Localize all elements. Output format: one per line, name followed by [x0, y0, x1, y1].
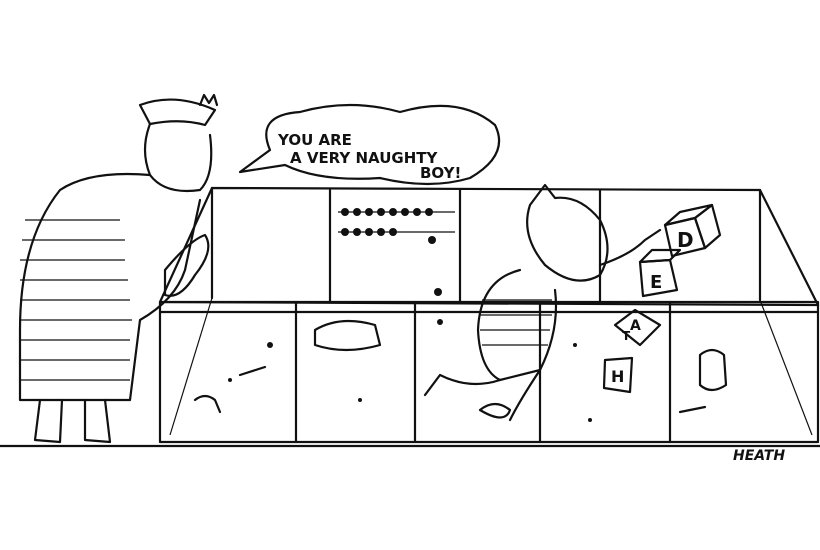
svg-text:T: T: [622, 329, 631, 343]
block-d: D: [663, 203, 722, 258]
svg-text:D: D: [677, 228, 694, 252]
block-e: E: [638, 248, 682, 298]
officer-figure: [18, 93, 219, 444]
speech-line-3: BOY!: [420, 164, 461, 182]
svg-text:A: A: [630, 318, 641, 334]
speech-bubble: YOU ARE A VERY NAUGHTY BOY!: [238, 103, 501, 186]
artist-signature: HEATH: [733, 448, 785, 464]
block-a-t: A T: [613, 308, 662, 347]
svg-text:E: E: [650, 272, 662, 293]
abacus-toy: [338, 208, 455, 296]
alphabet-blocks: D E A T H: [602, 203, 722, 394]
block-h: H: [602, 356, 634, 394]
svg-text:H: H: [611, 367, 624, 386]
speech-line-2: A VERY NAUGHTY: [290, 149, 438, 167]
speech-line-1: YOU ARE: [277, 131, 352, 149]
boy-figure: [423, 183, 662, 422]
scattered-toys: [193, 319, 728, 422]
